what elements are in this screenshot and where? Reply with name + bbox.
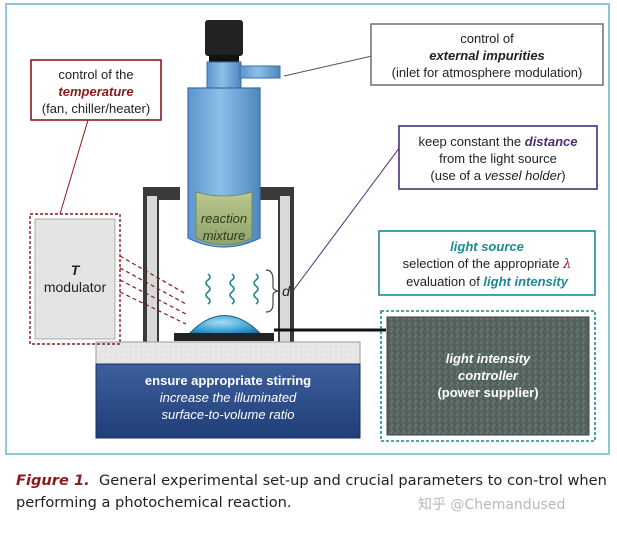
- distance-label: keep constant the distance from the ligh…: [399, 133, 597, 184]
- impurities-label-keyword: external impurities: [429, 48, 545, 63]
- impurities-label-line1: control of: [460, 31, 514, 46]
- lambda-symbol: λ: [563, 257, 572, 272]
- impurities-label-box: [370, 23, 604, 86]
- distance-bracket: [265, 269, 279, 313]
- controller-label-line3: (power supplier): [437, 385, 539, 400]
- distance-label-box: [398, 125, 598, 190]
- figure-label: Figure 1.: [16, 472, 90, 489]
- controller-outline: [380, 310, 596, 442]
- distance-label-line3-post: ): [561, 168, 566, 183]
- stirring-label-line1: ensure appropriate stirring: [144, 373, 312, 388]
- distance-label-pre: keep constant the: [418, 134, 525, 149]
- temperature-label-box: [30, 59, 162, 121]
- reaction-mixture-line1: reaction: [200, 211, 248, 226]
- light-label-line3-pre: evaluation of: [406, 274, 484, 289]
- light-rays: [205, 273, 259, 305]
- controller-label-line1: light intensity: [445, 351, 531, 366]
- distance-symbol: d: [282, 283, 290, 299]
- light-label-line2-pre: selection of the appropriate: [402, 256, 564, 271]
- vessel-holder: [143, 187, 294, 343]
- stirring-label: ensure appropriate stirring increase the…: [96, 372, 360, 423]
- distance-connector: [291, 146, 401, 293]
- reaction-mixture-line2: mixture: [202, 228, 246, 243]
- stirring-label-line3: surface-to-volume ratio: [161, 407, 295, 422]
- impurities-label: control of external impurities (inlet fo…: [371, 30, 603, 81]
- controller-label-line2: controller: [458, 368, 518, 383]
- temperature-label: control of the temperature (fan, chiller…: [31, 66, 161, 117]
- temperature-flow-lines: [119, 255, 187, 325]
- t-modulator-symbol: T: [70, 262, 80, 278]
- light-source-keyword: light source: [450, 239, 524, 254]
- distance-label-keyword: distance: [524, 134, 578, 149]
- reaction-flask: [187, 20, 281, 248]
- t-modulator-text: modulator: [43, 279, 107, 295]
- reaction-mixture-label: reaction mixture: [196, 210, 252, 244]
- distance-label-line3-pre: (use of a: [430, 168, 485, 183]
- figure-caption-text: General experimental set-up and crucial …: [16, 472, 607, 511]
- temperature-label-line1: control of the: [58, 67, 134, 82]
- controller-label: light intensity controller (power suppli…: [387, 350, 589, 401]
- temperature-label-keyword: temperature: [58, 84, 134, 99]
- light-intensity-controller: [386, 316, 590, 436]
- distance-label-line2: from the light source: [439, 151, 557, 166]
- modulator-outline: [29, 213, 121, 345]
- light-source-plate: [174, 333, 274, 341]
- light-label-box: [378, 230, 596, 296]
- impurities-connector: [283, 55, 373, 77]
- t-modulator-label: T modulator: [35, 262, 115, 296]
- temperature-connector: [59, 119, 89, 215]
- vessel-holder-keyword: vessel holder: [484, 168, 562, 183]
- impurities-label-line3: (inlet for atmosphere modulation): [391, 65, 583, 80]
- light-source-label: light source selection of the appropriat…: [379, 238, 595, 290]
- t-modulator-box: [34, 218, 116, 340]
- figure-caption: Figure 1. General experimental set-up an…: [16, 470, 611, 514]
- temperature-label-line3: (fan, chiller/heater): [41, 101, 151, 116]
- stirring-label-line2: increase the illuminated: [159, 390, 297, 405]
- light-intensity-keyword: light intensity: [483, 274, 568, 289]
- stirring-plate: [95, 341, 361, 439]
- watermark: 知乎 @Chemandused: [418, 497, 566, 513]
